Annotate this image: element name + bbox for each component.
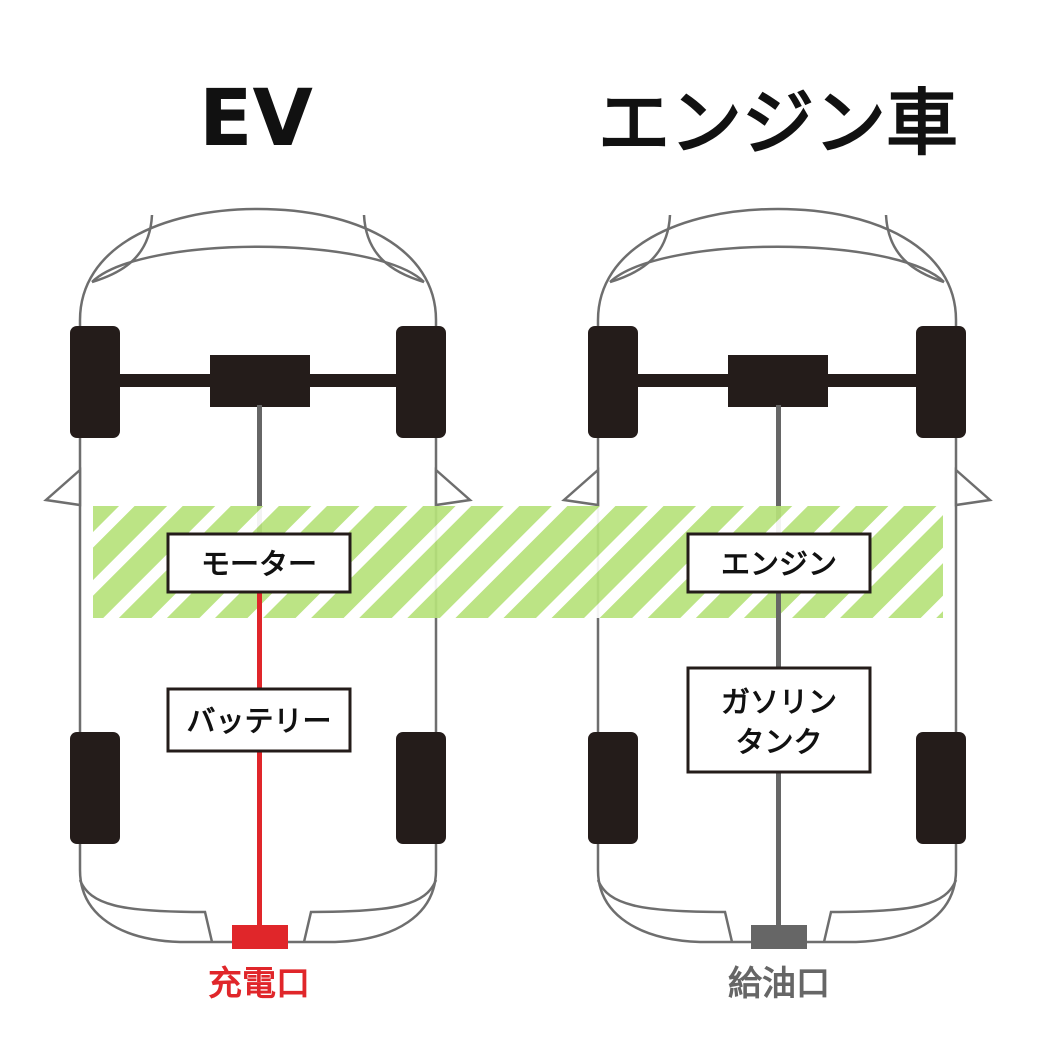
ev-battery-box — [166, 687, 352, 753]
ev-front-left-wheel — [70, 326, 120, 438]
engine-rear-left-wheel — [588, 732, 638, 844]
engine-box — [686, 532, 872, 594]
engine-rear-right-wheel — [916, 732, 966, 844]
ev-rear-right-line — [302, 879, 438, 943]
ev-right-mirror — [434, 467, 473, 507]
engine-windshield — [609, 245, 945, 283]
engine-front-left-wheel — [588, 326, 638, 438]
fuel-tank-label-line2: タンク — [735, 725, 822, 759]
engine-title: エンジン車 — [598, 81, 958, 165]
engine-rear-right-line — [822, 879, 958, 943]
ev-rear-left-wheel — [70, 732, 120, 844]
engine-label: エンジン — [721, 547, 837, 581]
ev-front-right-wheel — [396, 326, 446, 438]
engine-rear-left-line — [596, 879, 734, 943]
ev-drive-shaft — [257, 405, 262, 535]
engine-front-left-pillar — [609, 214, 672, 284]
ev-motor-box — [166, 532, 352, 594]
engine-front-right-pillar — [884, 214, 945, 284]
ev-left-mirror — [43, 467, 82, 507]
fuel-tank-label-line1: ガソリン — [721, 685, 837, 719]
ev-charge-port-label: 充電口 — [208, 964, 310, 1004]
ev-front-right-pillar — [362, 214, 425, 284]
ev-rear-left-line — [78, 879, 214, 943]
engine-front-right-wheel — [916, 326, 966, 438]
engine-fuel-port-label: 給油口 — [728, 964, 830, 1004]
ev-motor-label: モーター — [201, 547, 317, 581]
engine-left-mirror — [561, 467, 600, 507]
fuel-tank-box — [686, 666, 872, 774]
ev-gearbox — [210, 355, 310, 407]
ev-title: EV — [199, 74, 313, 164]
ev-charge-port — [232, 925, 288, 949]
ev-windshield — [91, 245, 425, 283]
engine-right-mirror — [954, 467, 993, 507]
engine-fuel-port — [751, 925, 807, 949]
engine-gearbox — [728, 355, 828, 407]
ev-battery-label: バッテリー — [186, 704, 331, 738]
ev-charge-line — [257, 590, 262, 930]
engine-drive-shaft — [776, 405, 781, 535]
ev-front-left-pillar — [91, 214, 154, 284]
ev-rear-right-wheel — [396, 732, 446, 844]
